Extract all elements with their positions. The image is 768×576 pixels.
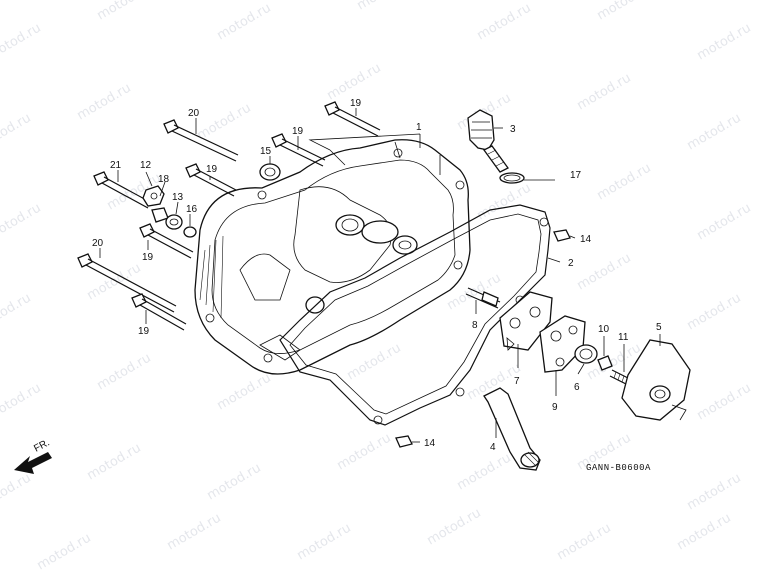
bolt-19-upper-left[interactable] — [185, 163, 237, 197]
watermark-text: motod.ru — [595, 0, 654, 23]
callout-16: 16 — [186, 204, 198, 215]
watermark-text: motod.ru — [35, 531, 94, 574]
callout-19-mid: 19 — [292, 126, 304, 137]
plate-7-part[interactable] — [499, 291, 553, 351]
watermark-text: motod.ru — [205, 461, 264, 504]
oil-seal-6-part[interactable] — [574, 344, 598, 364]
callout-19-bottom: 19 — [138, 326, 150, 337]
gear-shift-cover-5-part[interactable] — [621, 339, 691, 421]
watermark-text: motod.ru — [0, 471, 34, 514]
bolt-20-upper[interactable] — [163, 119, 239, 162]
callout-1: 1 — [416, 122, 422, 133]
watermark-text: motod.ru — [685, 291, 744, 334]
bolt-19-top[interactable] — [324, 101, 381, 137]
front-direction-indicator: FR. — [14, 437, 52, 474]
kick-starter-arm-4-part[interactable] — [483, 387, 541, 471]
callout-9: 9 — [552, 402, 558, 413]
o-ring-16-part[interactable] — [183, 226, 197, 238]
bolt-20-lower[interactable] — [77, 253, 177, 313]
watermark-text: motod.ru — [0, 201, 44, 244]
watermark-text: motod.ru — [75, 81, 134, 124]
reference-code: GANN-B0600A — [586, 463, 651, 473]
nut-12-part[interactable] — [142, 185, 165, 207]
watermark-text: motod.ru — [195, 101, 254, 144]
watermark-text: motod.ru — [685, 111, 744, 154]
callout-15: 15 — [260, 146, 272, 157]
callout-21: 21 — [110, 160, 122, 171]
bolt-21[interactable] — [93, 171, 151, 209]
dowel-pin-upper[interactable] — [553, 229, 571, 242]
watermark-text: motod.ru — [215, 1, 274, 44]
watermark-text: motod.ru — [85, 441, 144, 484]
watermark-text: motod.ru — [0, 291, 34, 334]
callout-17: 17 — [570, 170, 582, 181]
watermark-text: motod.ru — [595, 161, 654, 204]
watermark-text: motod.ru — [575, 71, 634, 114]
watermark-text: motod.ru — [675, 511, 734, 554]
callout-12: 12 — [140, 160, 152, 171]
front-label: FR. — [32, 437, 51, 454]
callout-20-upper: 20 — [188, 108, 200, 119]
bolt-19-mid[interactable] — [271, 133, 326, 167]
watermark-text: motod.ru — [695, 381, 754, 424]
callout-11: 11 — [618, 332, 629, 343]
watermark-text: motod.ru — [165, 511, 224, 554]
callout-4: 4 — [490, 442, 496, 453]
front-arrow-icon — [14, 452, 52, 474]
callout-2: 2 — [568, 258, 574, 269]
callout-19-left: 19 — [142, 252, 154, 263]
o-ring-17-part[interactable] — [499, 172, 525, 184]
watermark-text: motod.ru — [425, 506, 484, 549]
watermark-text: motod.ru — [695, 201, 754, 244]
watermark-text: motod.ru — [0, 111, 34, 154]
watermark-text: motod.ru — [685, 471, 744, 514]
watermark-text: motod.ru — [295, 521, 354, 564]
watermark-text: motod.ru — [215, 371, 274, 414]
watermark-text: motod.ru — [575, 251, 634, 294]
watermark-text: motod.ru — [355, 0, 414, 13]
callout-19-top: 19 — [350, 98, 362, 109]
callout-7: 7 — [514, 376, 520, 387]
callout-20-lower: 20 — [92, 238, 104, 249]
collar-10-part[interactable] — [597, 355, 613, 371]
watermark-text: motod.ru — [555, 521, 614, 564]
leader-lines — [99, 108, 661, 443]
watermark-text: motod.ru — [95, 351, 154, 394]
gasket-part[interactable] — [279, 204, 551, 426]
callout-14-lower: 14 — [424, 438, 436, 449]
crankcase-cover-part[interactable] — [194, 139, 471, 375]
bolt-18-part[interactable] — [151, 207, 169, 223]
callout-5: 5 — [656, 322, 662, 333]
oil-seal-15-part[interactable] — [259, 163, 281, 181]
watermark-text: motod.ru — [695, 21, 754, 64]
callout-13: 13 — [172, 192, 184, 203]
watermark-text: motod.ru — [95, 0, 154, 23]
bolt-19-bottom[interactable] — [131, 293, 187, 331]
callout-3: 3 — [510, 124, 516, 135]
callout-19-upper-left: 19 — [206, 164, 218, 175]
watermark-text: motod.ru — [335, 431, 394, 474]
washer-13-part[interactable] — [165, 214, 183, 230]
bolt-19-left[interactable] — [139, 223, 194, 259]
watermark-text: motod.ru — [455, 451, 514, 494]
callout-14-upper: 14 — [580, 234, 592, 245]
watermark-text: motod.ru — [345, 341, 404, 384]
callouts: 1 2 3 4 5 6 7 8 9 10 11 12 13 14 14 15 1… — [92, 98, 662, 453]
dowel-pin-lower[interactable] — [395, 435, 413, 448]
watermark-text: motod.ru — [0, 381, 44, 424]
watermark-text: motod.ru — [475, 1, 534, 44]
oil-filler-cap-part[interactable] — [467, 109, 509, 173]
stud-bolt-8-part[interactable] — [465, 287, 501, 309]
watermark-text: motod.ru — [0, 21, 44, 64]
callout-18: 18 — [158, 174, 170, 185]
callout-10: 10 — [598, 324, 610, 335]
callout-8: 8 — [472, 320, 478, 331]
callout-6: 6 — [574, 382, 580, 393]
